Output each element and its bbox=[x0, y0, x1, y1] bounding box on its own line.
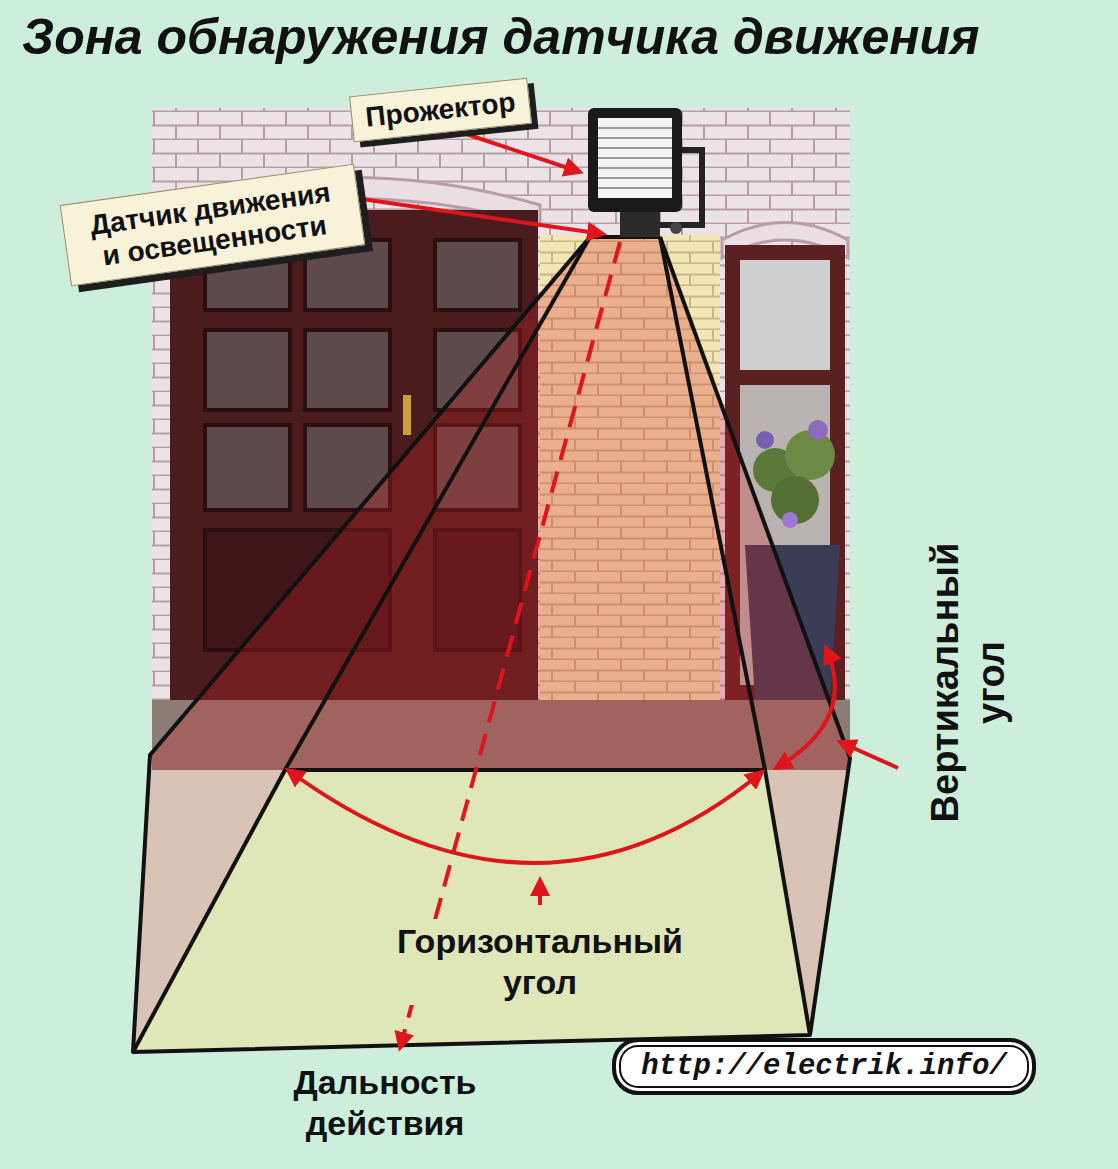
zone-edges bbox=[133, 237, 850, 1052]
url-badge: http://electrik.info/ bbox=[612, 1038, 1036, 1095]
node-text: Прожектор bbox=[362, 86, 518, 134]
zone-side bbox=[765, 758, 850, 1035]
angle-label: Горизонтальный угол bbox=[386, 919, 694, 1005]
node-text: http://electrik.info/ bbox=[640, 1050, 1008, 1083]
angle-label: Вертикальный угол bbox=[922, 533, 1013, 832]
range-label: Дальность действия bbox=[276, 1062, 494, 1144]
detection-zone-tint bbox=[152, 237, 850, 770]
door-handle bbox=[403, 395, 411, 435]
diagram-title: Зона обнаружения датчика движения bbox=[22, 8, 979, 66]
pointer-arrow bbox=[538, 880, 542, 905]
pointer-arrow bbox=[840, 742, 898, 768]
leader-arrows bbox=[355, 128, 603, 234]
floodlight bbox=[588, 108, 702, 237]
window-glass bbox=[740, 260, 830, 370]
vertical-angle-arc bbox=[776, 648, 835, 768]
detection-zone bbox=[133, 237, 898, 1052]
horizontal-angle-arc bbox=[288, 770, 762, 863]
